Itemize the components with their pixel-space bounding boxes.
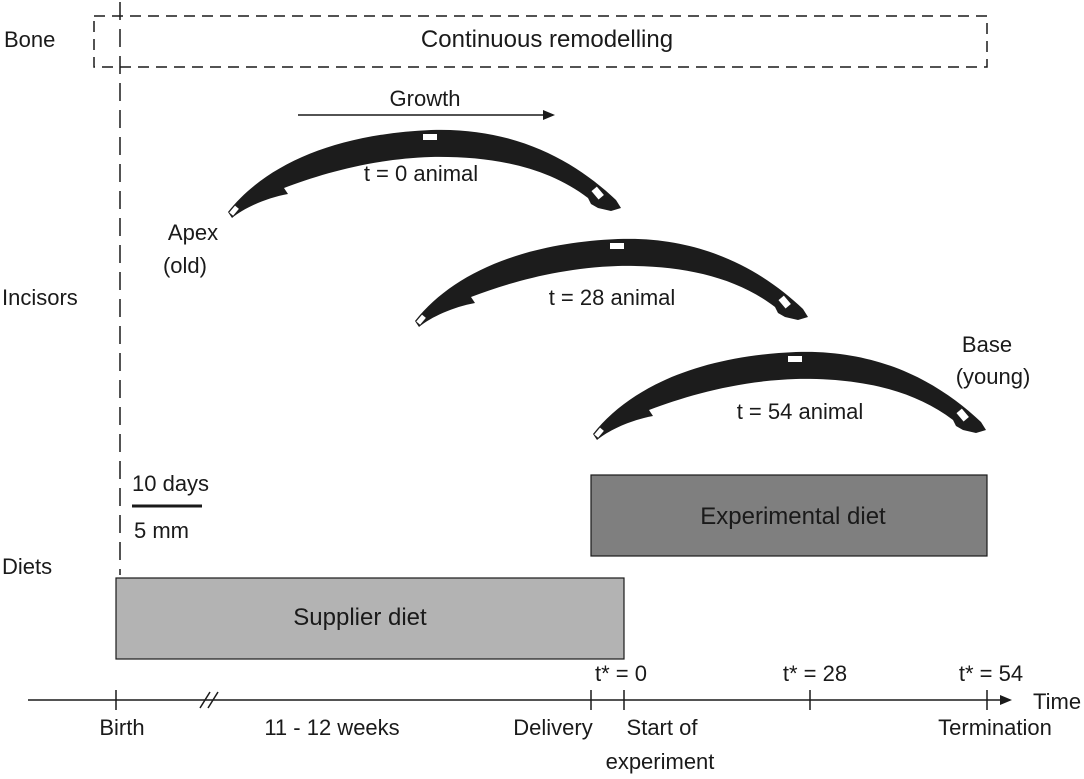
event-start-label: Start of <box>627 715 699 740</box>
event-start-sublabel: experiment <box>606 749 715 774</box>
event-delivery-label: Delivery <box>513 715 592 740</box>
event-weeks-label: 11 - 12 weeks <box>264 715 399 740</box>
experimental-diet-label: Experimental diet <box>700 503 886 530</box>
axis-break-mark-2 <box>207 691 219 709</box>
experimental-diet-bar <box>590 474 988 557</box>
event-termination-label: Termination <box>938 715 1052 740</box>
incisor-t54-label: t = 54 animal <box>737 399 864 424</box>
scale-days-label: 10 days <box>132 471 209 496</box>
apex-label: Apex <box>168 220 218 245</box>
row-label-bone: Bone <box>4 27 55 52</box>
incisor-t28-label: t = 28 animal <box>549 285 676 310</box>
t-star-54-label: t* = 54 <box>959 661 1023 686</box>
incisor-t28 <box>415 238 808 327</box>
event-birth-label: Birth <box>99 715 144 740</box>
bone-remodelling-box <box>93 15 988 68</box>
apex-sublabel: (old) <box>163 253 207 278</box>
growth-label: Growth <box>390 86 461 111</box>
supplier-diet-bar <box>115 577 625 660</box>
base-sublabel: (young) <box>956 364 1031 389</box>
scale-mm-label: 5 mm <box>134 518 189 543</box>
row-label-incisors: Incisors <box>2 285 78 310</box>
incisor-t0-label: t = 0 animal <box>364 161 478 186</box>
t-star-28-label: t* = 28 <box>783 661 847 686</box>
axis-break-mark-1 <box>199 691 211 709</box>
supplier-diet-label: Supplier diet <box>293 604 427 631</box>
bone-box-label: Continuous remodelling <box>421 26 673 53</box>
base-label: Base <box>962 332 1012 357</box>
incisor-t54 <box>593 351 986 440</box>
time-axis-label: Time <box>1033 689 1081 714</box>
t-star-0-label: t* = 0 <box>595 661 647 686</box>
row-label-diets: Diets <box>2 554 52 579</box>
